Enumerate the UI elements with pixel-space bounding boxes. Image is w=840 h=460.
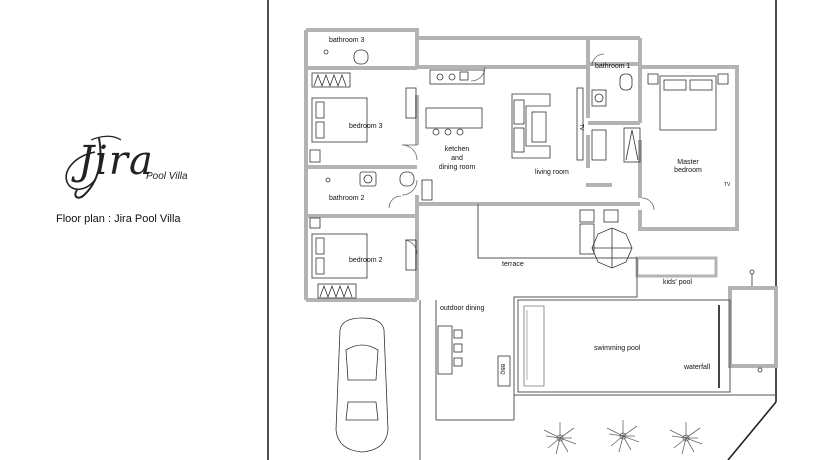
brand-subtitle: Pool Villa — [146, 171, 188, 182]
plan-title: Floor plan : Jira Pool Villa — [56, 213, 181, 225]
label-master-line-1: Master — [677, 159, 699, 166]
label-bedroom-2: bedroom 2 — [349, 257, 383, 264]
label-living-room: living room — [535, 169, 569, 176]
label-bathroom-2: bathroom 2 — [329, 195, 365, 202]
label-waterfall: waterfall — [683, 364, 711, 371]
label-master-line-2: bedroom — [674, 167, 702, 174]
furniture — [309, 49, 763, 453]
label-kids-pool: kids' pool — [663, 279, 692, 286]
label-terrace: terrace — [502, 261, 524, 268]
brand-script-name: Jira — [78, 138, 154, 184]
label-tv-living: TV — [578, 124, 584, 131]
label-bbq: BBQ — [499, 364, 505, 375]
label-kitchen-line-2: and — [451, 155, 463, 162]
terrace-outline — [419, 204, 776, 460]
label-kitchen-line-1: ketchen — [445, 146, 470, 153]
label-bathroom-1: bathroom 1 — [595, 63, 631, 70]
label-outdoor-dining: outdoor dining — [440, 305, 484, 312]
label-kitchen-line-3: dining room — [439, 164, 476, 171]
doors — [388, 53, 655, 255]
label-swimming-pool: swimming pool — [594, 345, 641, 352]
swimming-pool — [517, 299, 731, 393]
jira-logo — [65, 135, 122, 199]
palm-trees — [543, 420, 703, 455]
label-bedroom-3: bedroom 3 — [349, 123, 383, 130]
label-bathroom-3: bathroom 3 — [329, 37, 365, 44]
label-tv-master: TV — [724, 182, 731, 188]
walls — [304, 28, 778, 368]
